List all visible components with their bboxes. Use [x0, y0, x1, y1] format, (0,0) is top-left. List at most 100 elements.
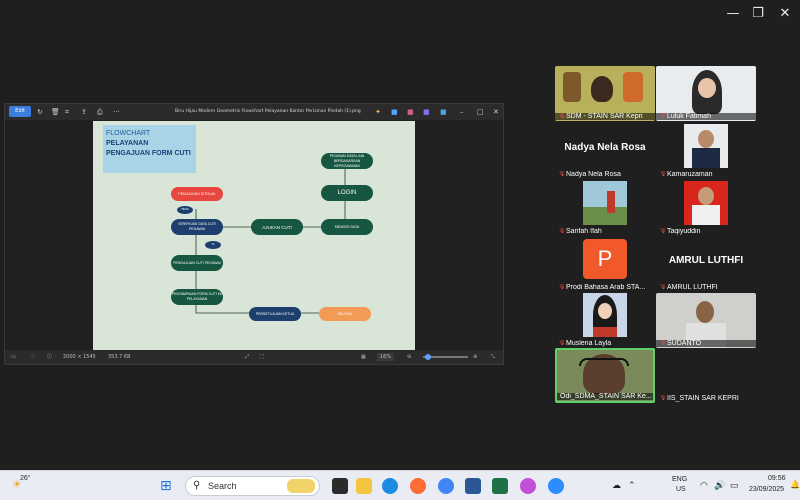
participant-name: 🎙AMRUL LUTHFI: [659, 284, 718, 291]
favorite-icon[interactable]: ✦: [375, 108, 381, 116]
region-code[interactable]: US: [676, 486, 686, 493]
clock-date[interactable]: 23/09/2025: [749, 486, 785, 493]
battery-icon[interactable]: ▭: [730, 480, 739, 490]
file-explorer-icon[interactable]: [356, 478, 372, 494]
participant-face: [698, 130, 714, 148]
chrome-icon[interactable]: [438, 478, 454, 494]
mic-muted-icon: 🎙: [659, 284, 667, 290]
edit-button[interactable]: Edit: [9, 106, 31, 117]
participant-tile[interactable]: 🎙SDM - STAIN SAR Kepri: [555, 66, 655, 121]
close-button[interactable]: ✕: [779, 6, 791, 21]
window-close-icon[interactable]: ✕: [493, 108, 499, 116]
participant-name: 🎙Nadya Nela Rosa: [558, 171, 621, 178]
photo-ground: [583, 207, 627, 225]
participant-figure: [607, 191, 615, 213]
weather-icon[interactable]: ☀: [12, 478, 22, 491]
participant-tile[interactable]: 🎙Taqiyuddin: [656, 181, 756, 236]
file-title: Biru Hijau Modern Geometris Flowchart Pe…: [175, 109, 361, 114]
maximize-button[interactable]: ❐: [752, 6, 764, 21]
mic-muted-icon: 🎙: [558, 171, 566, 177]
oval-tidak: TIDAK: [177, 206, 193, 214]
search-box[interactable]: ⚲ Search: [185, 476, 320, 496]
expand-icon[interactable]: ⤡: [491, 354, 496, 360]
filmstrip-icon[interactable]: ▭: [11, 354, 16, 360]
weather-temperature[interactable]: 26°: [20, 475, 31, 482]
print-icon[interactable]: ⎙: [97, 108, 103, 116]
edge-icon[interactable]: [382, 478, 398, 494]
participant-name: 🎙IIS_STAIN SAR KEPRI: [659, 395, 739, 402]
participant-tile[interactable]: AMRUL LUTHFI 🎙AMRUL LUTHFI: [656, 237, 756, 292]
participant-avatar-letter: P: [583, 239, 627, 279]
image-dimensions: 2000 × 1545: [63, 354, 96, 360]
mic-muted-icon: 🎙: [558, 113, 566, 119]
app-icon[interactable]: [520, 478, 536, 494]
search-icon: ⚲: [193, 480, 201, 491]
taskbar: ☀ 26° ⊞ ⚲ Search ☁ ⌃ ENG US ◠ 🔊 ▭ 09:56 …: [0, 470, 800, 500]
participant-tile[interactable]: P 🎙Prodi Bahasa Arab STA...: [555, 237, 655, 292]
mic-muted-icon: 🎙: [659, 340, 667, 346]
notification-icon[interactable]: 🔔: [790, 480, 800, 489]
zoom-slider-thumb[interactable]: [425, 354, 431, 360]
participant-photo: [684, 181, 728, 225]
minimize-button[interactable]: —: [726, 6, 740, 21]
node-selesai: SELESAI: [319, 307, 371, 321]
zoom-in-icon[interactable]: ⊕: [473, 354, 478, 360]
cloud-icon[interactable]: ☁: [612, 480, 621, 490]
zoom-icon[interactable]: [548, 478, 564, 494]
more-icon[interactable]: ···: [113, 108, 120, 116]
participant-tile[interactable]: 🎙Kamaruzaman: [656, 124, 756, 179]
mic-muted-icon: 🎙: [558, 340, 566, 346]
participant-name: 🎙SDM - STAIN SAR Kepri: [555, 113, 655, 120]
participant-shirt: [692, 205, 720, 225]
fit-icon[interactable]: ⤢: [245, 354, 250, 360]
firefox-icon[interactable]: [410, 478, 426, 494]
task-view-icon[interactable]: [332, 478, 348, 494]
participant-face: [598, 303, 612, 319]
participant-tile[interactable]: 🎙Sarifah Ifah: [555, 181, 655, 236]
cartoon-figure-right: [623, 72, 643, 102]
fullscreen-icon[interactable]: ⛶: [260, 354, 264, 360]
window-minimize-icon[interactable]: –: [460, 108, 464, 116]
delete-icon[interactable]: 🗑: [51, 108, 60, 116]
start-icon[interactable]: ⊞: [160, 478, 172, 494]
excel-icon[interactable]: [492, 478, 508, 494]
app-icon-2[interactable]: ■: [407, 108, 414, 116]
rotate-icon[interactable]: ↻: [37, 108, 43, 116]
node-ajukan-cuti: AJUKAN CUTI: [251, 219, 303, 235]
flowchart-title-line2: PELAYANAN PENGAJUAN FORM CUTI: [106, 140, 191, 157]
clock-time[interactable]: 09:56: [768, 475, 786, 482]
participant-tile-active-speaker[interactable]: Odi_SDMA_STAIN SAR Ke...🎙: [555, 348, 655, 403]
node-pengajuan-cuti: PENGAJUAN CUTI PEGAWAI: [171, 255, 223, 271]
zoom-level[interactable]: 16%: [377, 353, 395, 361]
crop-icon[interactable]: ⌗: [65, 108, 69, 116]
tray-chevron-icon[interactable]: ⌃: [628, 480, 636, 490]
flowchart-image: FLOWCHART PELAYANAN PENGAJUAN FORM CUTI …: [93, 121, 415, 350]
window-maximize-icon[interactable]: □: [477, 108, 484, 116]
wifi-icon[interactable]: ◠: [700, 480, 708, 490]
participant-tile[interactable]: 🎙SUDANTO: [656, 293, 756, 348]
zoom-mode-icon[interactable]: ▦: [361, 354, 366, 360]
heart-icon[interactable]: ♡: [31, 354, 36, 360]
share-icon[interactable]: ⇪: [81, 108, 87, 116]
app-icon-3[interactable]: ■: [423, 108, 430, 116]
participant-tile[interactable]: 🎙Muslena Layla: [555, 293, 655, 348]
search-highlight-image: [287, 479, 315, 493]
participant-name: 🎙SUDANTO: [656, 340, 756, 347]
participant-tile[interactable]: 🎙Luluk Fatimah: [656, 66, 756, 121]
participant-tile[interactable]: 🎙IIS_STAIN SAR KEPRI: [656, 348, 756, 403]
participant-tile[interactable]: Nadya Nela Rosa 🎙Nadya Nela Rosa: [555, 124, 655, 179]
node-login: LOGIN: [321, 185, 373, 201]
app-icon-1[interactable]: ■: [391, 108, 398, 116]
zoom-out-icon[interactable]: ⊖: [407, 354, 412, 360]
participant-display-name: Nadya Nela Rosa: [564, 142, 646, 153]
app-icon-4[interactable]: ■: [440, 108, 447, 116]
info-icon[interactable]: ⓘ: [47, 354, 53, 360]
mic-muted-icon: 🎙: [558, 284, 566, 290]
word-icon[interactable]: [465, 478, 481, 494]
headphones-icon: [579, 358, 629, 366]
zoom-slider[interactable]: [423, 354, 468, 360]
mic-muted-icon: 🎙: [659, 228, 667, 234]
file-size: 353.7 KB: [108, 354, 131, 360]
language-code[interactable]: ENG: [672, 476, 688, 483]
volume-icon[interactable]: 🔊: [714, 480, 726, 490]
